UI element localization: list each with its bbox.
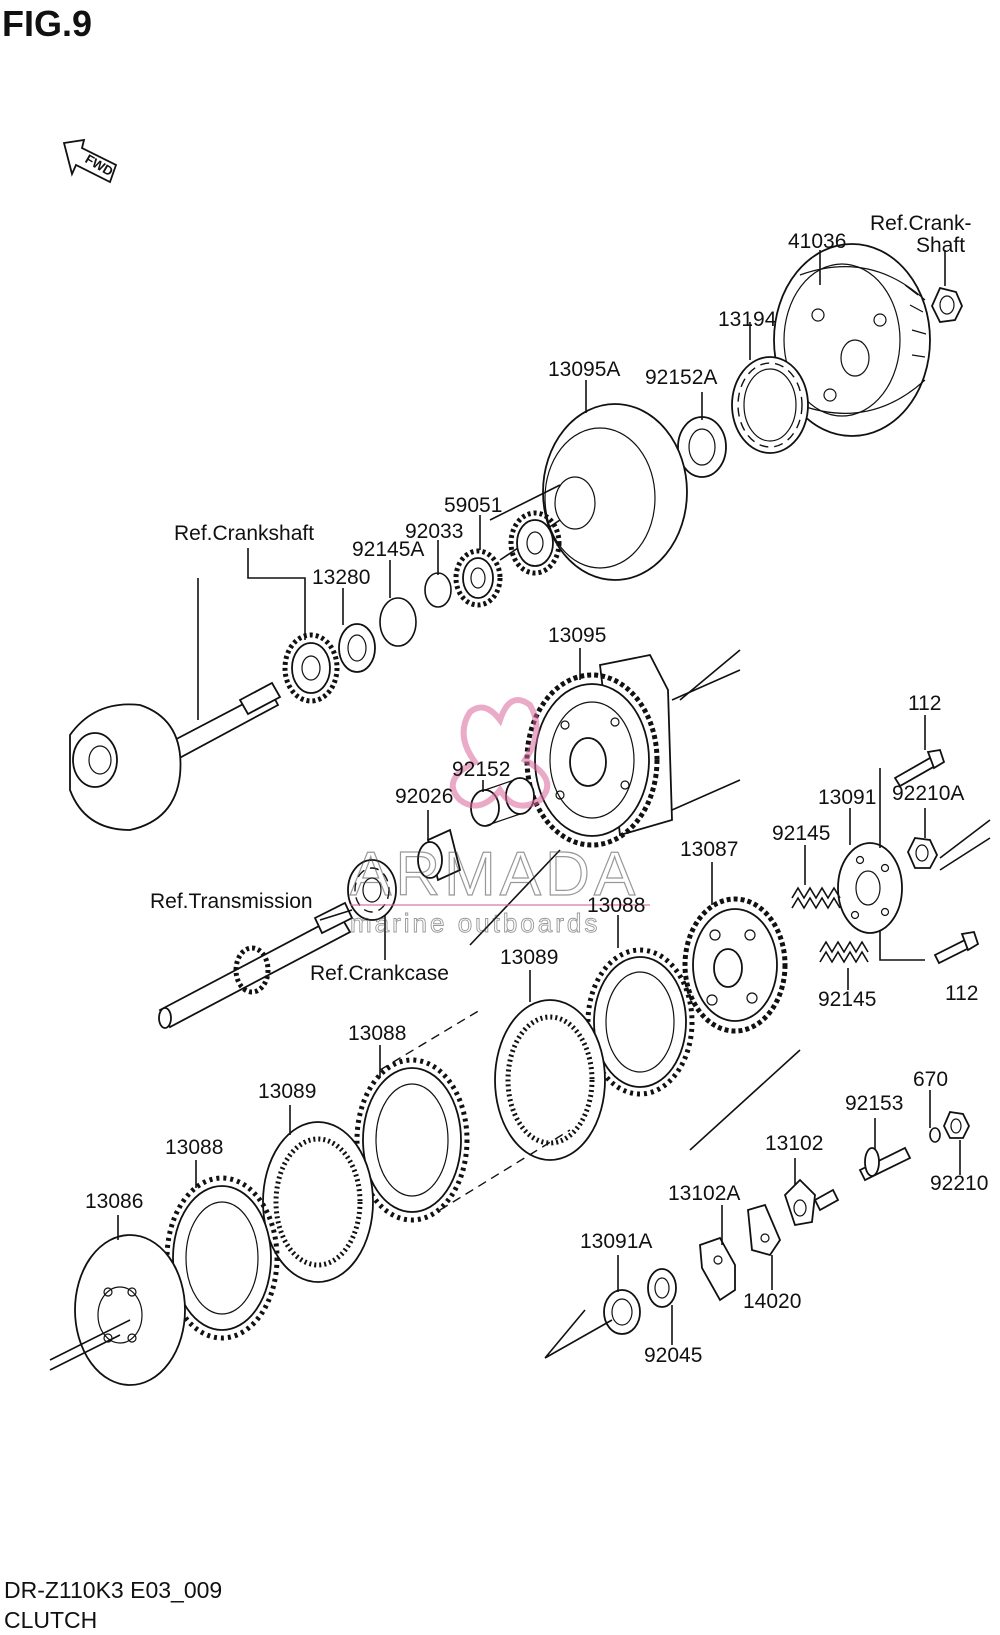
callout-13280: 13280 (312, 566, 370, 589)
fwd-arrow-icon: FWD (62, 138, 118, 184)
part-92145-spring-upper (791, 886, 841, 910)
leader-lines (117, 250, 961, 1345)
callout-92210A: 92210A (892, 782, 964, 805)
callout-92045: 92045 (644, 1344, 702, 1367)
part-13088-friction-plate-mid (354, 1057, 470, 1223)
part-13088-friction-plate-low (164, 1175, 280, 1341)
callout-92210: 92210 (930, 1172, 988, 1195)
callout-112-top: 112 (908, 692, 941, 715)
callout-92153: 92153 (845, 1092, 903, 1115)
callout-92145A: 92145A (352, 538, 424, 561)
model-code: DR-Z110K3 E03_009 (4, 1577, 222, 1603)
callout-13091: 13091 (818, 786, 876, 809)
callout-14020: 14020 (743, 1290, 801, 1313)
watermark-brand: ARMADA (350, 840, 639, 909)
callout-92152: 92152 (452, 758, 510, 781)
part-92026-spacer (417, 828, 462, 882)
pinion-gear (508, 510, 562, 576)
callout-ref-crank-shaft-2: Shaft (916, 234, 965, 257)
part-92045-bearing (647, 1268, 677, 1308)
part-13088-friction-plate-top (585, 947, 695, 1097)
callout-13194: 13194 (718, 308, 777, 331)
callout-13086: 13086 (85, 1190, 143, 1213)
part-59051-gear (453, 548, 503, 608)
callout-670: 670 (913, 1068, 948, 1091)
part-13102A-lever (699, 1236, 736, 1302)
callout-13102: 13102 (765, 1132, 823, 1155)
armada-watermark: ARMADA marine outboards (349, 697, 650, 938)
part-13280-collar (338, 623, 376, 673)
part-92033-circlip (424, 572, 452, 608)
callout-13089-mid: 13089 (258, 1080, 316, 1103)
callout-ref-crankcase: Ref.Crankcase (310, 962, 449, 985)
part-112-bolt-top-icon (893, 748, 946, 788)
part-41036-clutch-drum (773, 243, 931, 437)
callout-13088-mid: 13088 (348, 1022, 406, 1045)
part-13095A-primary-gear (489, 403, 688, 581)
callout-92026: 92026 (395, 785, 453, 808)
callout-labels: 41036 Ref.Crank- Shaft 13194 13095A 9215… (85, 212, 988, 1367)
crankshaft-nut-icon (931, 286, 963, 323)
callout-59051: 59051 (444, 494, 502, 517)
callout-92033: 92033 (405, 520, 463, 543)
callout-13095A: 13095A (548, 358, 620, 381)
callout-ref-transmission: Ref.Transmission (150, 890, 313, 913)
part-92153-push-rod (858, 1146, 912, 1182)
part-13102-lever (783, 1178, 840, 1227)
callout-92145-bottom: 92145 (818, 988, 876, 1011)
callout-ref-crank-shaft-1: Ref.Crank- (870, 212, 972, 235)
callout-41036: 41036 (788, 230, 846, 253)
part-13095-clutch-housing (524, 653, 741, 848)
part-92145-spring-lower (819, 940, 869, 964)
figure-number: FIG.9 (2, 3, 92, 44)
callout-13089-top: 13089 (500, 946, 558, 969)
part-13089-steel-plate-mid (262, 1121, 374, 1283)
transmission-shaft (158, 901, 354, 1029)
part-112-bolt-bottom-icon (933, 930, 980, 965)
part-670-o-ring (929, 1127, 941, 1143)
callout-13102A: 13102A (668, 1182, 740, 1205)
part-13091A-plate (603, 1289, 641, 1335)
crankshaft-gear (282, 632, 340, 704)
part-92210-nut-icon (943, 1111, 971, 1139)
section-title: CLUTCH (4, 1607, 97, 1633)
part-13087-clutch-hub (682, 896, 788, 1034)
callout-92152A: 92152A (645, 366, 717, 389)
callout-13087: 13087 (680, 838, 738, 861)
callout-13091A: 13091A (580, 1230, 652, 1253)
part-92145A-ring (379, 597, 417, 647)
crankshaft (69, 681, 282, 831)
callout-ref-crankshaft: Ref.Crankshaft (174, 522, 314, 545)
part-92210A-nut-icon (907, 837, 939, 869)
callout-13088-top: 13088 (587, 894, 645, 917)
part-14020-cover (747, 1203, 782, 1257)
watermark-tagline: marine outboards (350, 908, 600, 938)
callout-13088-low: 13088 (165, 1136, 223, 1159)
part-13089-steel-plate-top (494, 999, 606, 1161)
part-13091-pressure-plate (837, 842, 903, 934)
callout-13095: 13095 (548, 624, 606, 647)
part-13194-one-way-clutch (731, 356, 809, 454)
part-13086-end-plate (74, 1234, 186, 1386)
callout-92145-top: 92145 (772, 822, 830, 845)
callout-112-bottom: 112 (945, 982, 978, 1005)
